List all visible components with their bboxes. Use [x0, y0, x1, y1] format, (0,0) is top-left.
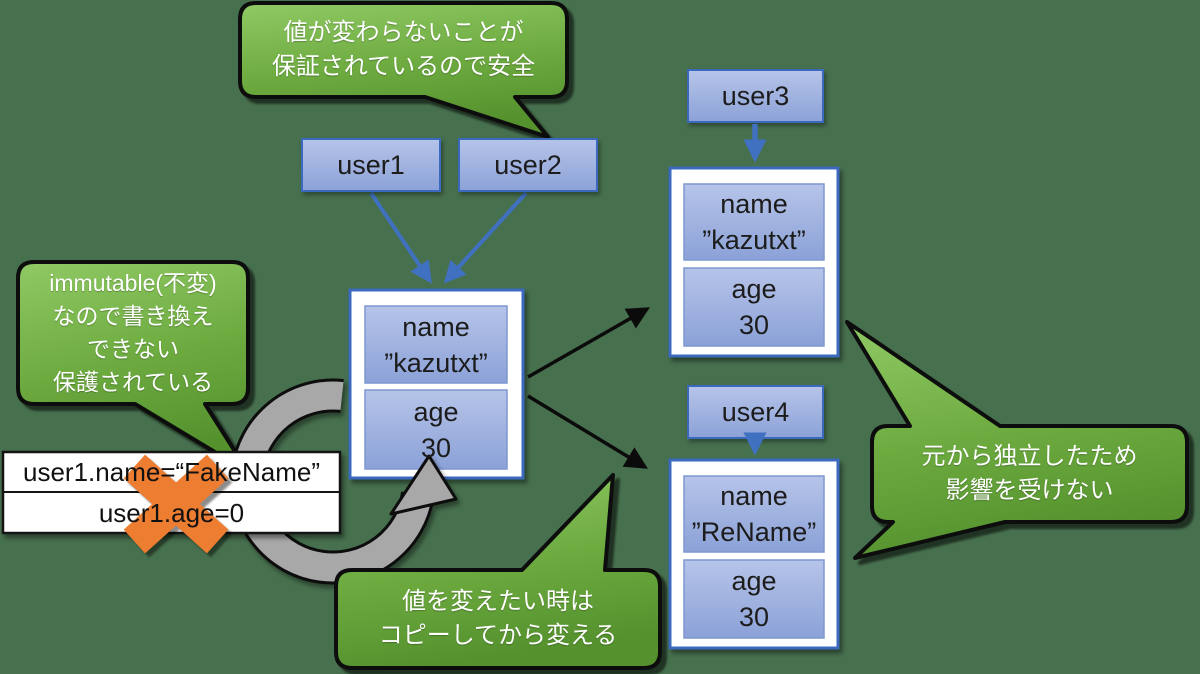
- speech-bubble-bottom: [334, 473, 662, 670]
- arrow-copy-to-user3-object: [527, 307, 650, 379]
- rotation-arrow-head: [389, 454, 458, 516]
- variable-box-user1: [301, 138, 441, 192]
- object-user3-age-field: [683, 267, 825, 347]
- object-user3-copy: [668, 166, 840, 358]
- arrow-user2-to-object: [443, 191, 528, 284]
- speech-bubble-top: [238, 1, 569, 139]
- object-user3-name-field: [683, 183, 825, 261]
- variable-box-user2: [458, 138, 598, 192]
- object-original-name-field: [364, 305, 508, 384]
- object-user4-name-field: [683, 475, 825, 553]
- object-user4-copy: [668, 458, 840, 650]
- speech-bubble-left: [16, 260, 250, 474]
- arrow-copy-to-user4-object: [527, 394, 648, 469]
- arrow-user1-to-object: [369, 191, 432, 284]
- speech-bubble-right: [845, 320, 1189, 560]
- object-original-age-field: [364, 389, 508, 470]
- forbidden-cross-icon: [123, 454, 229, 554]
- variable-box-user4: [687, 385, 824, 439]
- object-original: [348, 288, 525, 480]
- object-user4-age-field: [683, 559, 825, 639]
- variable-box-user3: [687, 69, 824, 123]
